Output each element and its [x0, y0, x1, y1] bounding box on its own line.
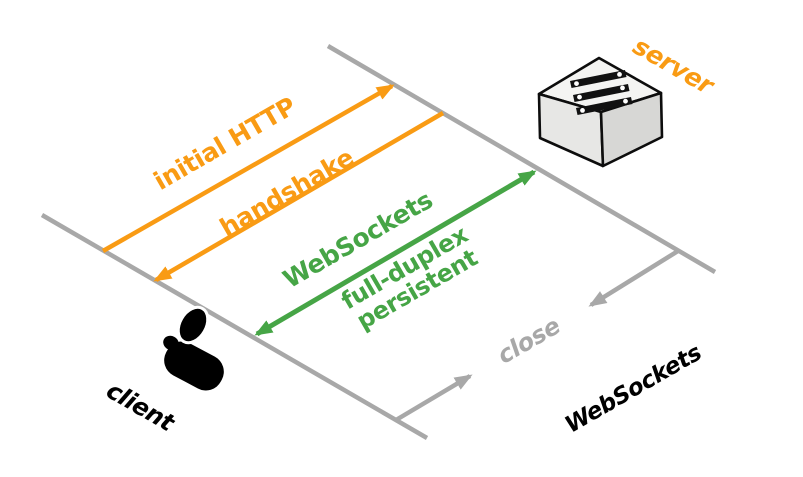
- client-timeline: [40, 213, 429, 440]
- server-timeline: [326, 44, 717, 274]
- server-vent-stripes: [570, 70, 633, 115]
- initial-http-arrow: [101, 84, 395, 253]
- close-from-client-arrow: [394, 374, 473, 422]
- websockets-duplex-arrow: [254, 169, 537, 337]
- close-from-server-arrow: [588, 249, 680, 307]
- server-box-icon: [537, 56, 664, 168]
- person-icon: [161, 305, 224, 391]
